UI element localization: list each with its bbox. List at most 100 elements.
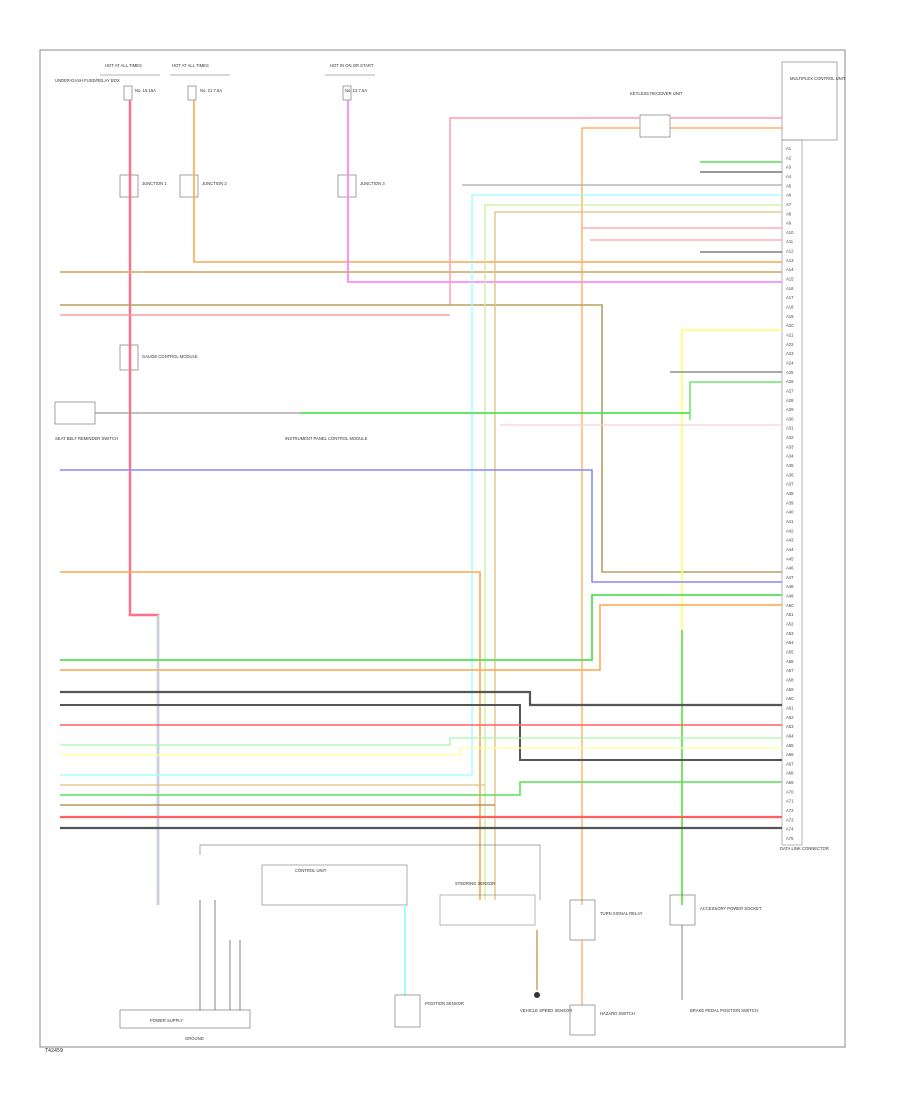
wire-green-3 <box>60 781 782 796</box>
connector-pin-label: A34 <box>786 454 794 459</box>
connector-pin-label: A68 <box>786 771 794 776</box>
connector-pin-label: A32 <box>786 435 794 440</box>
connector-pin-label: A9 <box>786 221 792 226</box>
connector-pin-label: A22 <box>786 342 794 347</box>
connector-pin-label: A20 <box>786 323 794 328</box>
hazard-switch-label: HAZARD SWITCH <box>600 1011 635 1016</box>
wire-orange-pair <box>60 604 782 671</box>
wire-pink-top <box>449 117 640 305</box>
steering-sensor-label: STEERING SENSOR <box>455 881 495 886</box>
junction-a-label: JUNCTION 1 <box>142 181 167 186</box>
connector-pin-label: A1 <box>786 146 792 151</box>
connector-pin-label: A21 <box>786 332 794 337</box>
wire-black-2 <box>60 704 782 761</box>
connector-pin-label: A45 <box>786 556 794 561</box>
connector-pin-label: A33 <box>786 444 794 449</box>
connector-pin-label: A6 <box>786 193 792 198</box>
wire-magenta-fuse-c <box>347 100 782 283</box>
connector-pin-label: A55 <box>786 650 794 655</box>
connector-pin-label: A18 <box>786 305 794 310</box>
wire-blue <box>60 469 782 583</box>
connector-pin-label: A75 <box>786 836 794 841</box>
wire-bundle <box>60 100 782 905</box>
wire-green-pair-1 <box>60 594 782 661</box>
wire-orange-fuse-b <box>193 100 782 263</box>
connector-pin-label: A58 <box>786 677 794 682</box>
connector-pin-label: A66 <box>786 752 794 757</box>
seat-belt-box <box>54 401 96 425</box>
connector-pin-label: A12 <box>786 249 794 254</box>
connector-pin-label: A71 <box>786 799 794 804</box>
wire-black-1 <box>60 690 782 707</box>
connector-pin-label: A15 <box>786 277 794 282</box>
diagram-border <box>39 49 846 1048</box>
connector-pin-label: A7 <box>786 202 792 207</box>
connector-pin-label: A42 <box>786 528 794 533</box>
connector-pin-label: A67 <box>786 761 794 766</box>
connector-pin-label: A31 <box>786 426 794 431</box>
connector-pin-label: A56 <box>786 659 794 664</box>
connector-pin-label: A2 <box>786 155 792 160</box>
connector-pin-label: A47 <box>786 575 794 580</box>
connector-pin-label: A14 <box>786 267 794 272</box>
connector-pin-label: A13 <box>786 258 794 263</box>
keyless-receiver-label: KEYLESS RECEIVER UNIT <box>630 91 683 96</box>
connector-pin-label: A5 <box>786 183 792 188</box>
connector-pin-label: A53 <box>786 631 794 636</box>
connector-pin-label: A70 <box>786 789 794 794</box>
fuse-b-label: No. 21 7.5A <box>200 88 222 93</box>
ground-label: GROUND <box>185 1036 204 1041</box>
top-right-module <box>781 61 838 141</box>
connector-pin-label: A35 <box>786 463 794 468</box>
connector-pin-label: A52 <box>786 622 794 627</box>
connector-pin-label: A54 <box>786 640 794 645</box>
keyless-relay-box <box>639 114 671 138</box>
position-sensor-box <box>394 994 421 1028</box>
brake-switch-box <box>669 894 696 926</box>
connector-pin-label: A50 <box>786 603 794 608</box>
position-sensor-label: POSITION SENSOR <box>425 1001 464 1006</box>
fuse-box-right-label: HOT IN ON OR START <box>330 63 374 68</box>
vehicle-sensor-label: VEHICLE SPEED SENSOR <box>520 1008 572 1013</box>
connector-pin-label: A25 <box>786 370 794 375</box>
under-dash-fuse-label: UNDER-DASH FUSE/RELAY BOX <box>55 78 120 83</box>
connector-pin-label: A19 <box>786 314 794 319</box>
bottom-bracket <box>199 844 541 900</box>
connector-pin-label: A16 <box>786 286 794 291</box>
brake-switch-label: BRAKE PEDAL POSITION SWITCH <box>690 1008 758 1013</box>
bottom-components: POWER SUPPLY GROUND CONTROL UNIT POSITIO… <box>119 76 846 1041</box>
control-unit-label: CONTROL UNIT <box>295 868 327 873</box>
wire-ltgreen-top <box>484 204 782 900</box>
multiplex-label: MULTIPLEX CONTROL UNIT <box>790 76 846 81</box>
instrument-panel-label: INSTRUMENT PANEL CONTROL MODULE <box>285 436 368 441</box>
connector-pin-label: A41 <box>786 519 794 524</box>
fuse-box-middle-label: HOT AT ALL TIMES <box>172 63 209 68</box>
power-supply-label: POWER SUPPLY <box>150 1018 183 1023</box>
connector-pin-label: A40 <box>786 510 794 515</box>
accessory-label: ACCESSORY POWER SOCKET <box>700 906 762 911</box>
junction-c-label: JUNCTION 3 <box>360 181 385 186</box>
fuse-c-label: No. 13 7.5A <box>345 88 367 93</box>
connector-pin-label: A36 <box>786 472 794 477</box>
hazard-switch-box <box>569 1004 596 1036</box>
fuse-symbol-b <box>187 85 197 101</box>
connector-pin-label: A62 <box>786 715 794 720</box>
connector-pin-label: A10 <box>786 230 794 235</box>
connector-pin-label: A26 <box>786 379 794 384</box>
connector-pin-label: A30 <box>786 416 794 421</box>
junction-b-label: JUNCTION 2 <box>202 181 227 186</box>
wire-tan-top <box>494 211 782 900</box>
connector-pin-label: A74 <box>786 827 794 832</box>
connector-pin-label: A48 <box>786 584 794 589</box>
connector-pin-label: A8 <box>786 211 792 216</box>
wire-pink-main <box>128 100 160 905</box>
fuse-box-left-label: HOT AT ALL TIMES <box>105 63 142 68</box>
connector-pin-label: A23 <box>786 351 794 356</box>
data-link-label: DATA LINK CONNECTOR <box>780 846 829 851</box>
gauge-module-label: GAUGE CONTROL MODULE <box>142 354 198 359</box>
junction-c-box <box>337 174 357 198</box>
connector-pin-label: A38 <box>786 491 794 496</box>
fuse-symbol-c <box>342 85 352 101</box>
connector-pin-label: A29 <box>786 407 794 412</box>
wire-tan-2 <box>60 304 782 573</box>
